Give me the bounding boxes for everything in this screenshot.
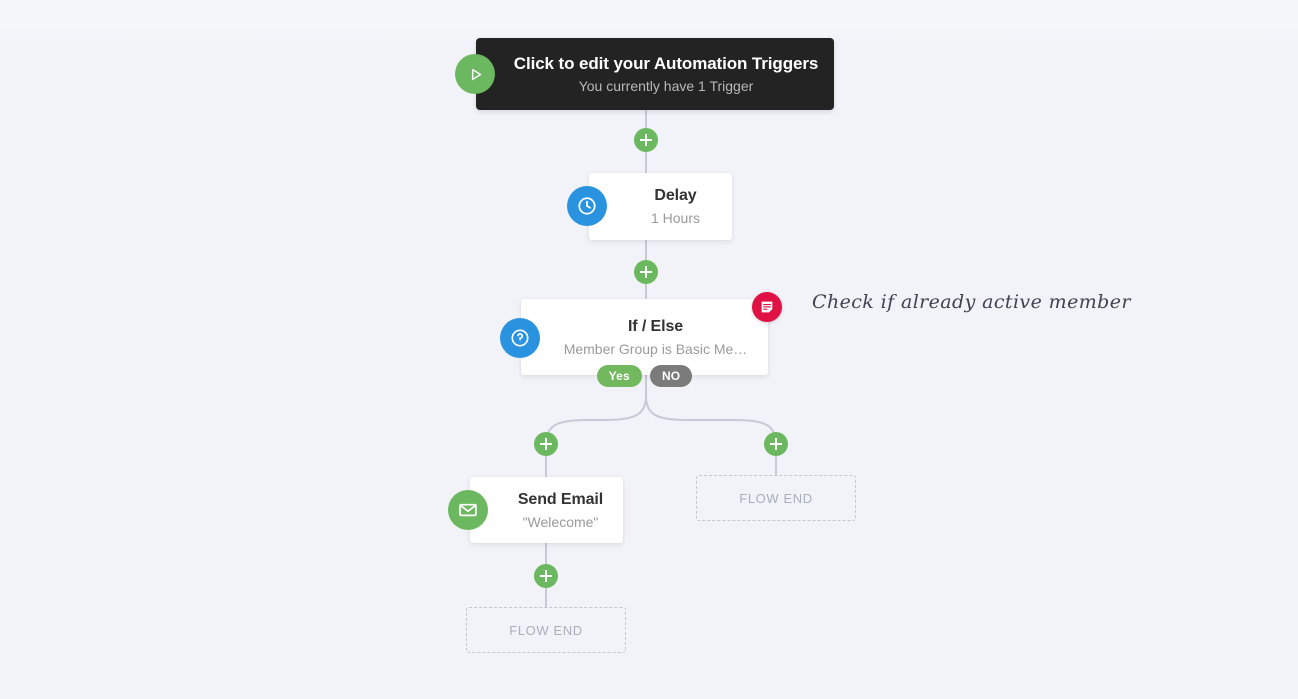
add-step-button-after-trigger[interactable] [634, 128, 658, 152]
add-step-button-no-branch[interactable] [764, 432, 788, 456]
ifelse-title: If / Else [627, 317, 684, 335]
question-circle-icon[interactable] [500, 318, 540, 358]
trigger-subtitle: You currently have 1 Trigger [578, 77, 754, 94]
trigger-node-content: Click to edit your Automation Triggers Y… [476, 38, 834, 110]
add-step-button-after-email[interactable] [534, 564, 558, 588]
branch-labels: Yes NO [521, 365, 768, 387]
ifelse-subtitle: Member Group is Basic Me… [563, 340, 748, 357]
branch-pill-no[interactable]: NO [649, 365, 693, 387]
step-card-delay[interactable]: Delay 1 Hours [589, 173, 732, 240]
delay-title: Delay [654, 187, 697, 204]
send-email-card-content: Send Email "Welecome" [470, 477, 623, 543]
note-icon[interactable] [752, 292, 782, 322]
send-email-title: Send Email [517, 490, 604, 508]
delay-card-content: Delay 1 Hours [589, 173, 732, 240]
automation-trigger-node[interactable]: Click to edit your Automation Triggers Y… [476, 38, 834, 110]
ifelse-card-content: If / Else Member Group is Basic Me… [521, 299, 768, 375]
connector-yes-branch [545, 395, 647, 445]
connector-no-branch [645, 395, 777, 445]
flow-end-yes-branch: FLOW END [466, 607, 626, 653]
play-icon[interactable] [455, 54, 495, 94]
branch-pill-yes[interactable]: Yes [596, 365, 642, 387]
flow-annotation-note: Check if already active member [812, 291, 1131, 313]
trigger-title: Click to edit your Automation Triggers [513, 53, 819, 73]
envelope-icon[interactable] [448, 490, 488, 530]
add-step-button-after-delay[interactable] [634, 260, 658, 284]
step-card-if-else[interactable]: If / Else Member Group is Basic Me… [521, 299, 768, 375]
send-email-subtitle: "Welecome" [522, 513, 599, 530]
step-card-send-email[interactable]: Send Email "Welecome" [470, 477, 623, 543]
flow-end-no-branch: FLOW END [696, 475, 856, 521]
clock-icon[interactable] [567, 186, 607, 226]
delay-subtitle: 1 Hours [650, 210, 701, 226]
add-step-button-yes-branch[interactable] [534, 432, 558, 456]
